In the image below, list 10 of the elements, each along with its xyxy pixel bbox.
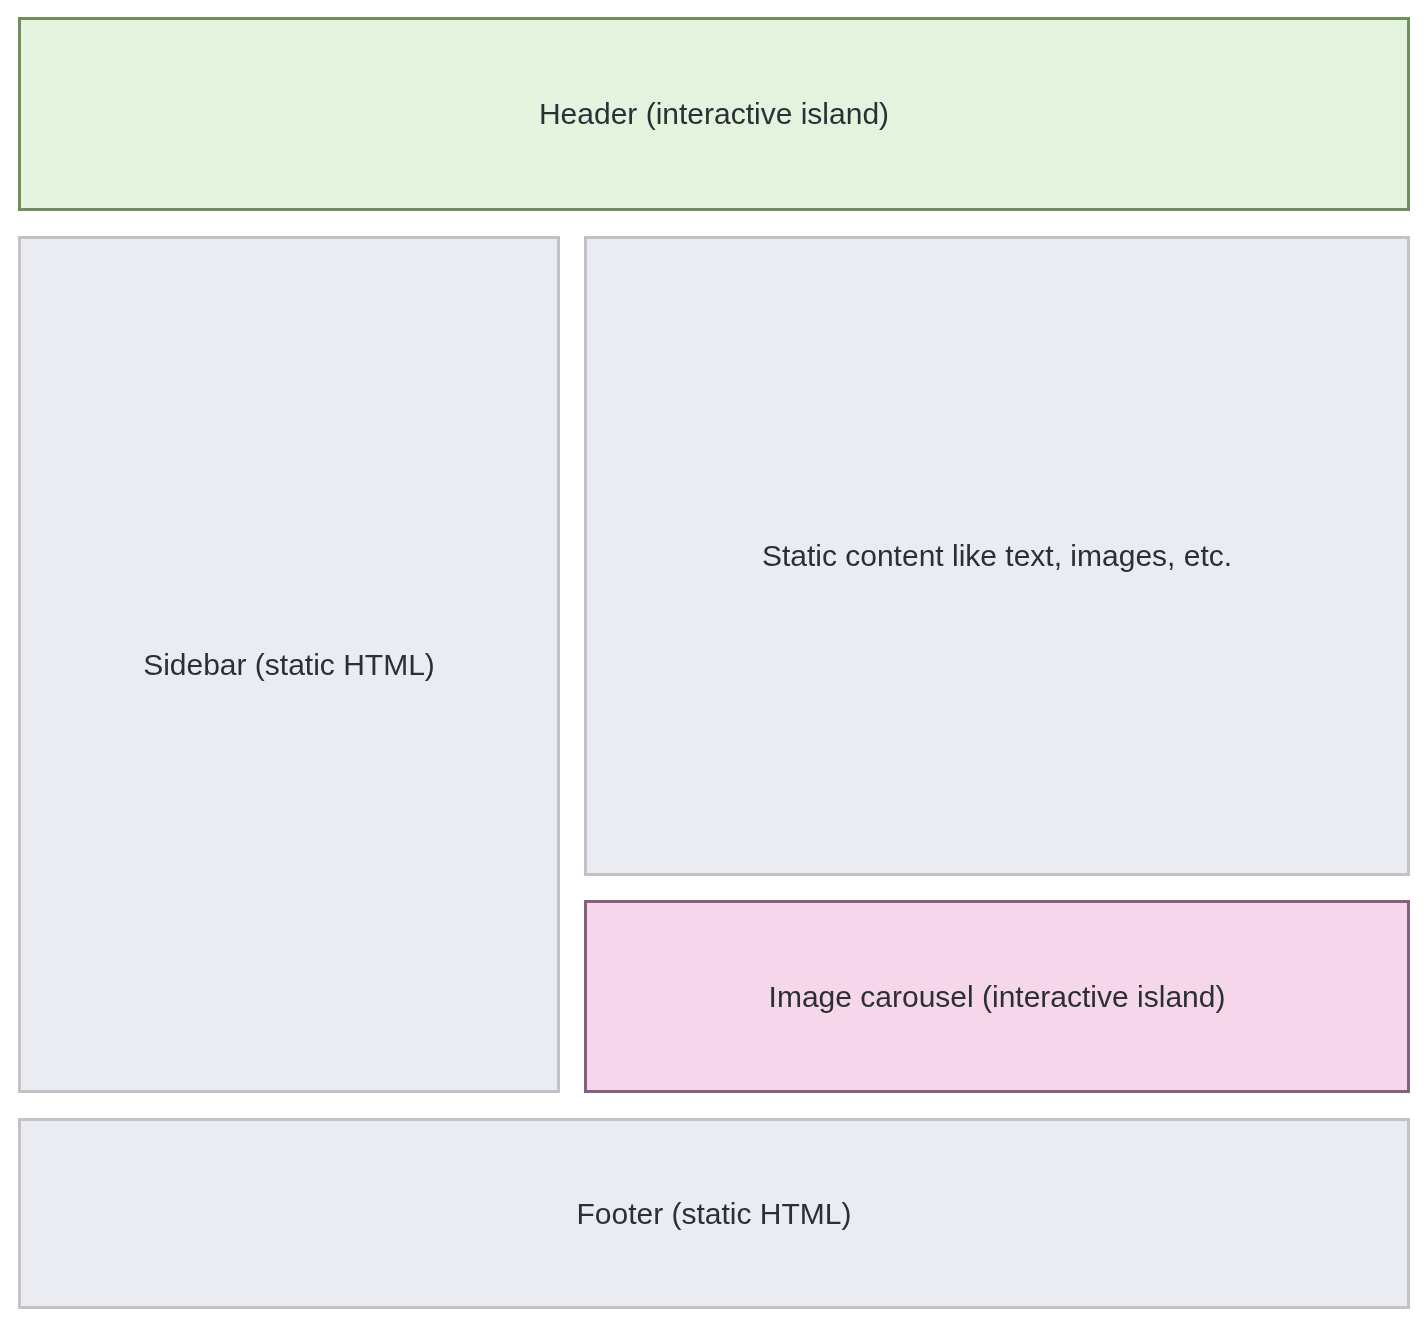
- box-label: Header (interactive island): [538, 97, 890, 131]
- static-section-box: [18, 1118, 1410, 1309]
- box-label: Static content like text, images, etc.: [761, 539, 1233, 573]
- box-label: Sidebar (static HTML): [143, 647, 435, 682]
- box-label: Image carousel (interactive island): [768, 979, 1226, 1014]
- static-section-box: [584, 236, 1410, 876]
- interactive-island-box: [18, 17, 1410, 211]
- static-section-box: [18, 236, 560, 1093]
- interactive-island-box: [584, 900, 1410, 1093]
- box-label: Footer (static HTML): [576, 1196, 852, 1231]
